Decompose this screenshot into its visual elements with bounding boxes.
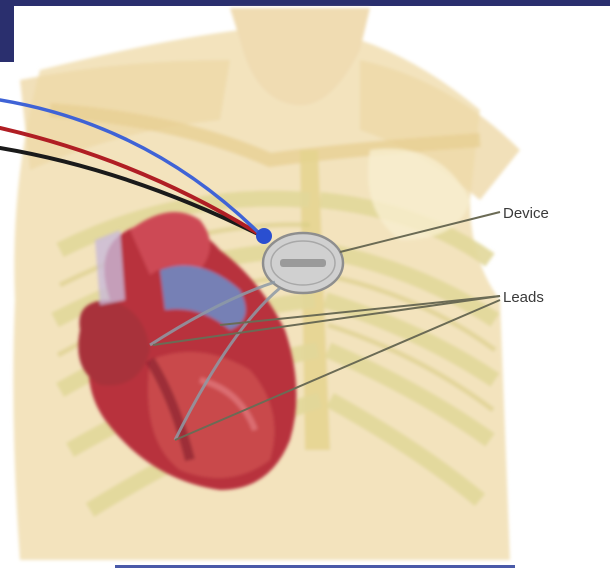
frame-corner-block [0, 0, 14, 62]
device-label: Device [503, 205, 549, 222]
leads-label: Leads [503, 289, 544, 306]
device-label-plate [280, 259, 326, 267]
frame-bottom-line [115, 565, 515, 568]
frame-top-bar [0, 0, 610, 6]
vena-cava [95, 230, 125, 305]
wire-connector-dot [256, 228, 272, 244]
pacemaker-device-icon [263, 233, 343, 293]
